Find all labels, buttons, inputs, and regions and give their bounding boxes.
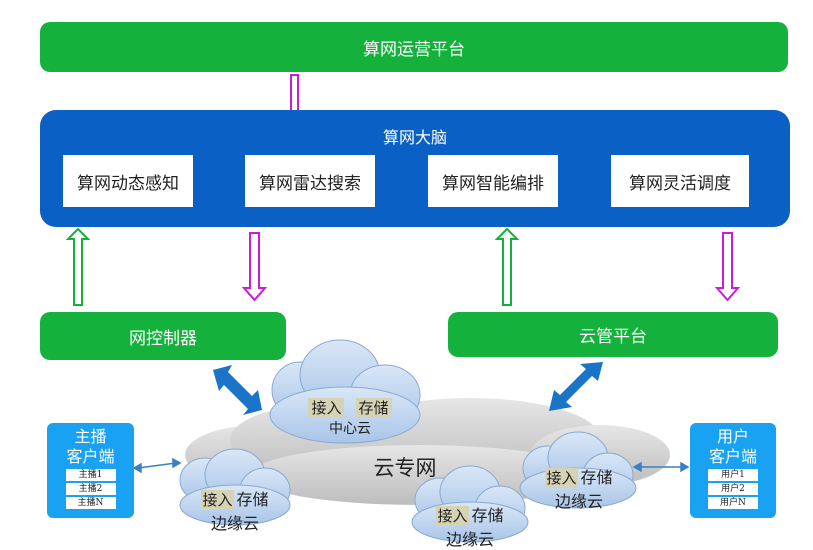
controller-up-arrow (65, 227, 91, 306)
center-cloud-storage-tag: 存储 (355, 398, 392, 418)
edge-cloud-middle-storage-tag: 存储 (471, 506, 504, 525)
user-item-n: 用户N (708, 497, 758, 509)
user-client-panel: 用户 客户端 用户1 用户2 用户N (690, 423, 776, 518)
anchor-item-1: 主播1 (65, 469, 116, 481)
step-orchestration-box: 算网智能编排 (428, 155, 558, 207)
anchor-item-n: 主播N (65, 497, 116, 509)
edge-cloud-left-label: 边缘云 (210, 514, 259, 533)
step-perception-label: 算网动态感知 (77, 173, 179, 194)
user-item-2: 用户2 (708, 483, 758, 495)
anchor-client-panel: 主播 客户端 主播1 主播2 主播N (47, 423, 134, 518)
edge-cloud-middle-access-tag: 接入 (436, 506, 469, 526)
controller-network-arrow (213, 365, 262, 415)
ops-platform-bar: 算网运营平台 (40, 22, 788, 72)
step-orchestration-label: 算网智能编排 (442, 173, 544, 194)
ops-platform-label: 算网运营平台 (363, 39, 465, 60)
edge-cloud-right: 接入存储 边缘云 (524, 464, 634, 512)
user-client-title-1: 用户 (716, 427, 749, 446)
brain-to-cloudmgr-arrow (714, 232, 741, 302)
brain-title: 算网大脑 (382, 128, 447, 147)
client-connectors (132, 457, 690, 474)
edge-cloud-middle: 接入存储 边缘云 (415, 502, 525, 550)
edge-cloud-left-storage-tag: 存储 (236, 490, 269, 509)
edge-cloud-right-access-tag: 接入 (545, 468, 578, 488)
cloudmgr-network-arrow (549, 362, 603, 411)
edge-cloud-left-access-tag: 接入 (201, 490, 234, 510)
edge-cloud-middle-shape (411, 465, 529, 543)
step-scheduling-label: 算网灵活调度 (629, 173, 731, 194)
anchor-item-2: 主播2 (65, 483, 116, 495)
network-controller-label: 网控制器 (129, 328, 197, 349)
edge-cloud-middle-label: 边缘云 (445, 530, 494, 549)
edge-cloud-right-label: 边缘云 (554, 492, 603, 511)
cloudmgr-up-arrow (494, 227, 520, 306)
step-scheduling-box: 算网灵活调度 (611, 155, 749, 207)
brain-to-controller-arrow (241, 232, 268, 302)
edge-cloud-left: 接入存储 边缘云 (180, 486, 290, 534)
center-cloud-access-tag: 接入 (308, 398, 345, 418)
cloud-platform-label: 云管平台 (579, 327, 647, 347)
anchor-client-title-2: 客户端 (66, 447, 115, 466)
anchor-client-title-1: 主播 (74, 427, 107, 446)
cloud-network-label: 云专网 (373, 456, 437, 480)
center-cloud-label: 中心云 (329, 421, 371, 437)
step-radar-search-box: 算网雷达搜索 (245, 155, 375, 207)
user-item-1: 用户1 (708, 469, 758, 481)
cloud-platform-bar: 云管平台 (448, 312, 778, 357)
step-perception-box: 算网动态感知 (63, 155, 193, 207)
edge-cloud-right-storage-tag: 存储 (580, 468, 613, 487)
center-cloud: 接入 存储 中心云 (285, 398, 415, 438)
user-client-title-2: 客户端 (708, 447, 757, 466)
step-radar-search-label: 算网雷达搜索 (259, 173, 361, 194)
network-controller-bar: 网控制器 (40, 312, 286, 360)
